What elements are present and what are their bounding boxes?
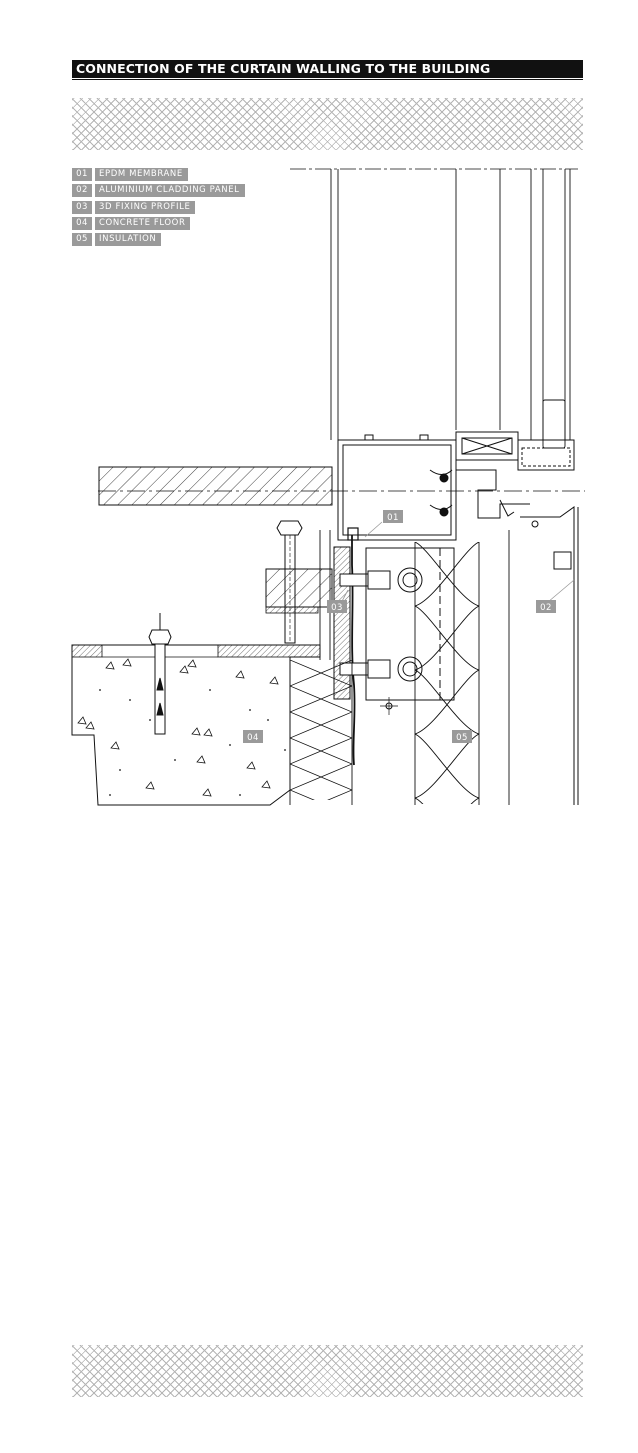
legend-number: 03 [72,200,92,214]
legend: 01 EPDM MEMBRANE 02 ALUMINIUM CLADDING P… [72,168,245,249]
legend-number: 05 [72,233,92,247]
legend-label: CONCRETE FLOOR [95,216,191,230]
tag-04: 04 [243,730,263,743]
horizontal-bolts [339,570,391,679]
legend-label: ALUMINIUM CLADDING PANEL [95,184,245,198]
legend-item: 04 CONCRETE FLOOR [72,216,245,230]
legend-number: 04 [72,216,92,230]
tag-02-text: 02 [540,603,552,613]
anchor-bolt [148,613,172,735]
legend-label: 3D FIXING PROFILE [95,200,196,214]
insulation-left [290,660,352,800]
legend-number: 01 [72,168,92,181]
tag-05-text: 05 [456,733,468,743]
bottom-crosshatch-band [72,1345,583,1397]
tag-03: 03 [327,600,347,613]
legend-item: 02 ALUMINIUM CLADDING PANEL [72,184,245,198]
top-crosshatch-band [72,98,583,150]
epdm-membrane-01 [351,535,356,766]
title-underline [72,79,583,80]
legend-label: EPDM MEMBRANE [95,168,188,181]
legend-label: INSULATION [95,233,162,247]
page-title: CONNECTION OF THE CURTAIN WALLING TO THE… [72,60,583,78]
legend-item: 01 EPDM MEMBRANE [72,168,245,181]
tag-05: 05 [452,730,472,743]
legend-number: 02 [72,184,92,198]
curtain-wall-mullion [330,169,571,449]
fixing-bracket [265,568,333,608]
concrete-floor-04 [71,644,321,806]
tag-01: 01 [383,510,403,523]
tag-03-text: 03 [331,603,343,613]
legend-item: 03 3D FIXING PROFILE [72,200,245,214]
upper-slab-hatch [98,466,333,506]
tag-01-text: 01 [387,513,399,523]
tag-04-text: 04 [247,733,259,743]
tag-02: 02 [536,600,556,613]
insulation-05 [415,542,479,804]
transom-profile [337,431,575,541]
legend-item: 05 INSULATION [72,233,245,247]
cladding-panel-02 [520,506,579,805]
